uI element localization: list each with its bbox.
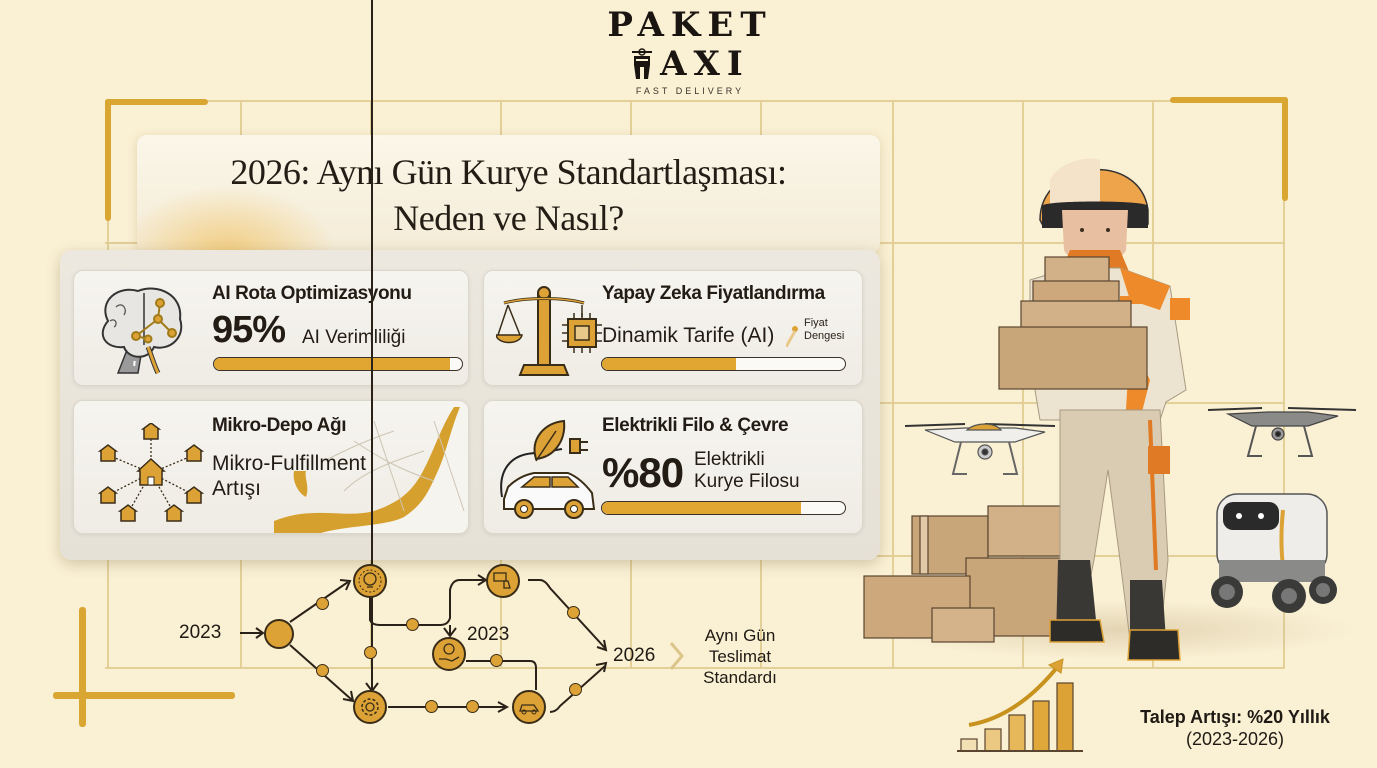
brain-road-icon bbox=[101, 287, 183, 375]
ai-efficiency-label: AI Verimliliği bbox=[302, 327, 406, 348]
dynamic-tariff-progress bbox=[601, 357, 846, 371]
gear-node bbox=[353, 690, 387, 724]
courier-person bbox=[1029, 158, 1190, 661]
price-balance-note: Fiyat Dengesi bbox=[804, 317, 845, 342]
touch-screen-icon bbox=[493, 572, 511, 589]
drone-right bbox=[1208, 407, 1357, 457]
scooter-icon bbox=[632, 48, 653, 79]
micro-fulfillment-label: Mikro-Fulfillment Artışı bbox=[212, 452, 367, 500]
gear-icon bbox=[361, 698, 379, 716]
title-line1: 2026: Aynı Gün Kurye Standartlaşması: bbox=[230, 152, 787, 192]
flow-dot bbox=[567, 606, 580, 619]
flow-start-node bbox=[264, 619, 294, 649]
card-title: Yapay Zeka Fiyatlandırma bbox=[602, 283, 825, 304]
card-micro-depot: Mikro-Depo Ağı Mikro-Fulfillment Artışı bbox=[73, 400, 469, 534]
title-panel: 2026: Aynı Gün Kurye Standartlaşması: Ne… bbox=[137, 135, 880, 253]
flow-dot bbox=[364, 646, 377, 659]
brand-line1: PAKET bbox=[607, 5, 773, 45]
ai-efficiency-value: 95% bbox=[212, 309, 286, 351]
card-ai-pricing: Yapay Zeka Fiyatlandırma Dinamik Tarife … bbox=[483, 270, 863, 386]
payment-node bbox=[486, 564, 520, 598]
delivery-robot bbox=[1211, 493, 1337, 613]
same-day-standard-label: Aynı Gün Teslimat Standardı bbox=[703, 626, 777, 687]
price-balance-icon bbox=[786, 326, 798, 347]
lightbulb-icon bbox=[358, 569, 382, 593]
chevron-right-icon bbox=[669, 642, 684, 670]
coin-hand-icon bbox=[439, 643, 460, 662]
demand-growth-chart bbox=[957, 658, 1083, 752]
idea-node bbox=[353, 564, 387, 598]
car-icon bbox=[519, 704, 540, 715]
card-electric-fleet: Elektrikli Filo & Çevre %80 Elektrikli K… bbox=[483, 400, 863, 534]
flow-dot bbox=[425, 700, 438, 713]
dynamic-tariff-label: Dinamik Tarife (AI) bbox=[602, 324, 775, 347]
flow-dot bbox=[316, 597, 329, 610]
card-title: AI Rota Optimizasyonu bbox=[212, 283, 412, 304]
electric-fleet-label: Elektrikli Kurye Filosu bbox=[694, 449, 800, 492]
brand-tagline: FAST DELIVERY bbox=[635, 86, 745, 96]
ai-efficiency-progress bbox=[213, 357, 463, 371]
brand-logo: PAKET AXI FAST DELIVERY bbox=[600, 6, 780, 96]
electric-fleet-value: %80 bbox=[602, 449, 684, 496]
drone-left bbox=[905, 423, 1056, 475]
flow-mid-year: 2023 bbox=[467, 624, 510, 645]
coin-hand-node bbox=[432, 637, 466, 671]
flow-dot bbox=[490, 654, 503, 667]
demand-growth-label: Talep Artışı: %20 Yıllık (2023-2026) bbox=[1140, 707, 1330, 749]
card-ai-route: AI Rota Optimizasyonu 95% AI Verimliliği bbox=[73, 270, 469, 386]
flow-dot bbox=[316, 664, 329, 677]
istanbul-map-graphic bbox=[274, 402, 468, 533]
electric-car-icon bbox=[500, 419, 596, 519]
flow-end-year: 2026 bbox=[613, 645, 656, 666]
scale-chip-icon bbox=[496, 286, 602, 376]
page-title: 2026: Aynı Gün Kurye Standartlaşması: Ne… bbox=[137, 149, 880, 241]
card-title: Mikro-Depo Ağı bbox=[212, 415, 347, 436]
card-title: Elektrikli Filo & Çevre bbox=[602, 415, 789, 436]
cards-panel: AI Rota Optimizasyonu 95% AI Verimliliği bbox=[60, 250, 880, 560]
brand-line2: AXI bbox=[660, 44, 750, 84]
warehouse-network-icon bbox=[97, 423, 205, 522]
ev-node bbox=[512, 690, 546, 724]
flow-dot bbox=[569, 683, 582, 696]
held-boxes bbox=[998, 256, 1148, 390]
flow-dot bbox=[466, 700, 479, 713]
title-line2: Neden ve Nasıl? bbox=[393, 198, 624, 238]
electric-fleet-progress bbox=[601, 501, 846, 515]
flow-start-year: 2023 bbox=[179, 622, 222, 643]
flow-dot bbox=[406, 618, 419, 631]
